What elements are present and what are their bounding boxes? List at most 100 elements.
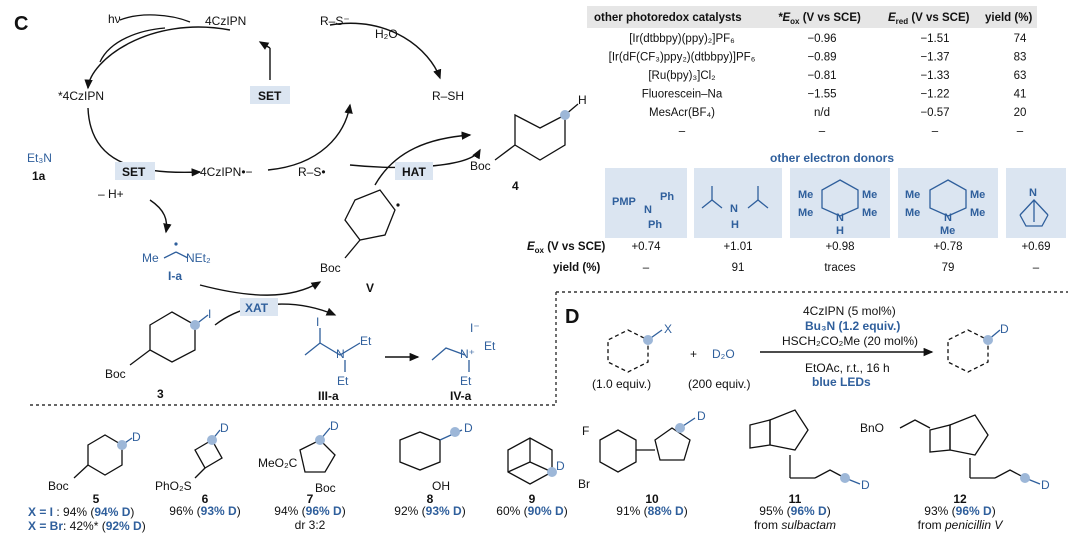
d-eq2: (200 equiv.) [688,377,750,391]
donor-3-ring [821,179,859,217]
product-10-d: D [697,409,706,423]
catalyst-name: – [679,126,686,138]
catalyst-ered: −0.57 [920,107,949,119]
catalyst-yield: – [1017,126,1024,138]
product-9-cage [507,437,557,485]
panel-c-letter: C [14,13,28,35]
svg-text:Ered (V vs SCE): Ered (V vs SCE) [888,12,970,26]
product-9-id: 9 [529,492,536,506]
product-7-deut: 96% D [306,504,342,518]
donor-3-me1: Me [798,189,813,201]
xat-box [240,298,278,316]
amine-rad-id: I-a [168,269,182,283]
d-cond2: Bu₃N (1.2 equiv.) [805,319,900,333]
product-5-ring [87,434,123,476]
product-11-source: from sulbactam [754,518,836,532]
product-12-deut: 96% D [956,504,992,518]
product-7-id: 7 [307,492,314,506]
product-5-x-i: X = I [28,505,53,519]
product-8-ring [399,431,441,471]
product-10-br: Br [578,477,590,491]
substrate-3-boc: Boc [105,367,126,381]
set-left-box [115,162,155,180]
d-substrate-ring [607,329,649,373]
donor-3-me3: Me [798,207,813,219]
product-11-yield-end: ) [827,504,831,518]
product-11-d: D [861,478,870,492]
catalyst-ered: −1.33 [920,70,949,82]
product-7-ester: MeO₂C [258,456,298,470]
catalyst-header-eox: *E [778,12,790,24]
donor-pmp: PMP [612,196,636,208]
donor-yield-value: – [1033,262,1040,274]
water-label: H₂O [375,27,398,41]
iiia-id: III-a [318,389,339,403]
donor-eox-sub: ox [535,246,545,255]
radical-v-structure [344,189,400,259]
hv-label: hν [108,12,121,26]
product-5-yield-br-val: : 42%* ( [63,519,106,533]
product-5-yield-i-val: : 94% ( [53,505,94,519]
donor-eox-label: Eox (V vs SCE) [527,241,606,255]
catalyst-yield: 41 [1014,89,1027,101]
hat-label: HAT [402,165,426,179]
catalyst-eox: −1.55 [807,89,836,101]
catalyst-ered: −1.51 [920,33,949,45]
product-6-yield-end: ) [237,504,241,518]
iiia-n: N [336,347,345,361]
amine-rad-me: Me [142,251,159,265]
catalyst-ered: −1.22 [920,89,949,101]
donor-yield-value: – [643,262,650,274]
product-5-boc: Boc [48,479,69,493]
catalyst-header-eox-rest: (V vs SCE) [800,12,862,24]
donor-2-h: H [731,219,739,231]
donor-4-me3: Me [905,207,920,219]
product-9-yield: 60% (90% D) [496,504,567,518]
product-4-id: 4 [512,179,519,193]
donor-eox-value: +0.98 [825,241,854,253]
product-5-d-i: 94% D [94,505,130,519]
product-12-d: D [1041,478,1050,492]
radical-v-boc: Boc [320,261,341,275]
donor-4-ring [929,179,967,217]
product-12-source: from penicillin V [918,518,1004,532]
svg-text:*Eox (V vs SCE): *Eox (V vs SCE) [778,12,861,26]
donor-eox-e: E [527,241,535,253]
product-12-bno: BnO [860,421,884,435]
minus-h-label: – H+ [98,187,124,201]
product-5-yield-br: X = Br: 42%* (92% D) [28,519,146,533]
iva-id: IV-a [450,389,472,403]
product-6-deut: 93% D [201,504,237,518]
product-9-yield-val: 60% ( [496,504,527,518]
catalyst-eox: −0.89 [807,52,836,64]
product-7-yield-end: ) [342,504,346,518]
catalyst-ered: – [932,126,939,138]
product-5-d-br: 92% D [106,519,142,533]
product-5-yield-br-end: ) [142,519,146,533]
d-cond3: HSCH₂CO₂Me (20 mol%) [782,334,918,348]
product-5-id: 5 [93,492,100,506]
catalyst-table: other photoredox catalysts *Eox (V vs SC… [587,6,1037,28]
thiyl-label: R–S• [298,165,326,179]
product-10-id: 10 [645,492,659,506]
product-6-yield: 96% (93% D) [169,504,240,518]
svg-text:Eox (V vs SCE): Eox (V vs SCE) [527,241,606,255]
product-11-yield-val: 95% ( [759,504,790,518]
iva-et2: Et [460,374,472,388]
product-11-id: 11 [789,492,802,506]
catalyst-header-ered-sub: red [896,17,909,26]
d-product-ring [947,329,989,373]
iiia-et2: Et [337,374,349,388]
product-12-yield: 93% (96% D) [924,504,995,518]
donor-yield-value: 79 [942,262,955,274]
product-9-deut: 90% D [528,504,564,518]
product-11-source-name: sulbactam [781,518,836,532]
donor-4-me2: Me [970,189,985,201]
d-d2o: D₂O [712,347,735,361]
donor-yield-value: traces [824,262,856,274]
donor-2-bonds [701,186,769,209]
donor-2-n: N [730,203,738,215]
d-x: X [664,322,672,336]
panel-d-letter: D [565,306,579,328]
thiolate-label: R–S⁻ [320,14,350,28]
